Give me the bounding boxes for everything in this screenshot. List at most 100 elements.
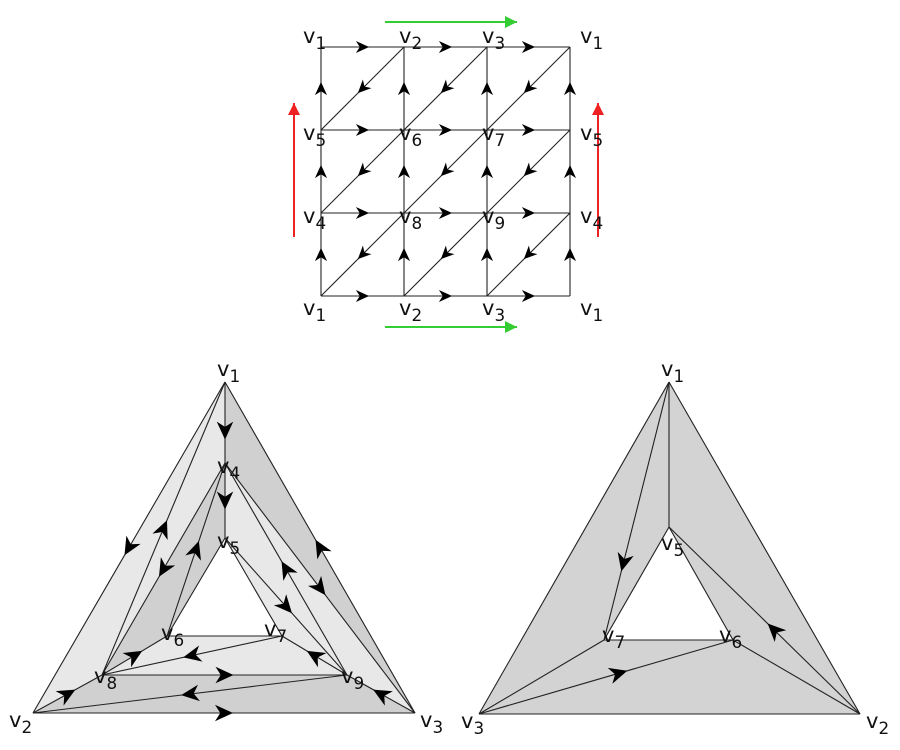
- vertex-label-v9: v9: [341, 664, 364, 693]
- vertex-label-v6: v6: [161, 621, 184, 650]
- edge-v2-v5: [668, 526, 861, 715]
- vertex-label-v7: v7: [602, 623, 625, 652]
- left-identification-arrow-head-icon: [288, 103, 300, 115]
- edge-v5-v7: [603, 526, 670, 641]
- arrowhead-icon: [216, 491, 234, 510]
- arrowhead-icon: [122, 650, 143, 668]
- arrowhead-icon: [355, 123, 370, 137]
- arrowhead-icon: [438, 289, 453, 303]
- edge-v6-v2: [732, 639, 861, 715]
- vertex-label-v1: v1: [661, 357, 684, 386]
- vertex-label-v3: v3: [482, 296, 505, 325]
- arrowhead-icon: [480, 164, 494, 179]
- inner-hole: [604, 527, 733, 640]
- vertex-label-v5: v5: [217, 529, 240, 558]
- vertex-label-v3: v3: [420, 708, 443, 737]
- arrowhead-icon: [314, 247, 328, 262]
- edge-v1-v7: [603, 381, 670, 641]
- arrowhead-icon: [306, 650, 327, 668]
- arrowhead-icon: [440, 79, 455, 94]
- vertex-label-v3: v3: [461, 709, 484, 738]
- arrowhead-icon: [521, 123, 536, 137]
- arrowhead-icon: [281, 561, 298, 581]
- top-identification-arrow-head-icon: [505, 16, 517, 28]
- arrowhead-icon: [124, 535, 141, 556]
- vertex-label-v3: v3: [482, 24, 505, 53]
- edge-v1-v3: [478, 381, 670, 715]
- arrowhead-icon: [521, 40, 536, 54]
- vertex-label-v5: v5: [303, 121, 326, 150]
- vertex-label-v1: v1: [217, 357, 240, 386]
- right-triangle-embedding: v1 v2 v3 v5 v6 v7: [461, 357, 889, 738]
- vertex-label-v7: v7: [482, 121, 505, 150]
- vertex-label-v2: v2: [9, 708, 32, 737]
- inner-hole: [167, 538, 282, 636]
- arrowhead-icon: [185, 540, 201, 561]
- arrowhead-icon: [158, 557, 176, 577]
- arrowhead-icon: [523, 245, 538, 260]
- arrowhead-icon: [216, 421, 234, 440]
- arrowhead-icon: [355, 40, 370, 54]
- vertex-label-v8: v8: [399, 204, 422, 233]
- arrowhead-icon: [438, 123, 453, 137]
- edge-v5-v6: [166, 537, 226, 637]
- arrowhead-icon: [314, 81, 328, 96]
- vertex-label-v2: v2: [399, 24, 422, 53]
- edge-v5-v7: [224, 537, 283, 637]
- vertex-label-v5: v5: [661, 531, 684, 560]
- vertex-label-v9: v9: [482, 204, 505, 233]
- arrowhead-icon: [373, 689, 393, 706]
- vertex-label-v1: v1: [303, 24, 326, 53]
- arrowhead-icon: [397, 81, 411, 96]
- vertex-label-v1: v1: [580, 24, 603, 53]
- arrowhead-icon: [152, 520, 168, 540]
- arrowhead-icon: [355, 289, 370, 303]
- vertex-label-v1: v1: [580, 296, 603, 325]
- arrowhead-icon: [215, 666, 234, 684]
- bottom-identification-arrow-head-icon: [505, 321, 517, 333]
- vertex-label-v1: v1: [303, 296, 326, 325]
- arrowhead-icon: [183, 645, 203, 662]
- arrowhead-icon: [314, 164, 328, 179]
- arrowhead-icon: [607, 667, 628, 684]
- arrowhead-icon: [438, 40, 453, 54]
- vertex-label-v7: v7: [264, 617, 287, 646]
- edge-v3-v6: [478, 639, 734, 715]
- arrowhead-icon: [55, 689, 76, 706]
- arrowhead-icon: [440, 162, 455, 177]
- vertex-label-v4: v4: [217, 454, 240, 483]
- arrowhead-icon: [357, 162, 372, 177]
- arrowhead-icon: [521, 289, 536, 303]
- arrowhead-icon: [617, 551, 634, 572]
- vertex-label-v4: v4: [580, 204, 603, 233]
- vertex-label-v2: v2: [866, 709, 889, 738]
- arrowhead-icon: [563, 164, 577, 179]
- edge-v1-v2: [668, 381, 861, 715]
- left-triangle-embedding: v1 v2 v3 v4 v5 v6 v7 v8 v9: [9, 357, 443, 737]
- arrowhead-icon: [480, 81, 494, 96]
- arrowhead-icon: [181, 684, 200, 702]
- vertex-label-v6: v6: [399, 121, 422, 150]
- arrowhead-icon: [397, 164, 411, 179]
- arrowhead-icon: [357, 245, 372, 260]
- vertex-label-v2: v2: [399, 296, 422, 325]
- vertex-label-v6: v6: [719, 623, 742, 652]
- right-identification-arrow-head-icon: [592, 103, 604, 115]
- arrowhead-icon: [397, 247, 411, 262]
- shaded-face: [33, 675, 415, 713]
- arrowhead-icon: [215, 704, 233, 722]
- arrowhead-icon: [523, 79, 538, 94]
- vertex-label-v5: v5: [580, 121, 603, 150]
- arrowhead-icon: [523, 162, 538, 177]
- vertex-label-v8: v8: [94, 664, 117, 693]
- arrowhead-icon: [307, 575, 326, 596]
- arrowhead-icon: [480, 247, 494, 262]
- arrowhead-icon: [563, 247, 577, 262]
- arrowhead-icon: [357, 79, 372, 94]
- arrowhead-icon: [440, 245, 455, 260]
- arrowhead-icon: [273, 594, 292, 614]
- arrowhead-icon: [315, 539, 332, 560]
- arrowhead-icon: [438, 206, 453, 220]
